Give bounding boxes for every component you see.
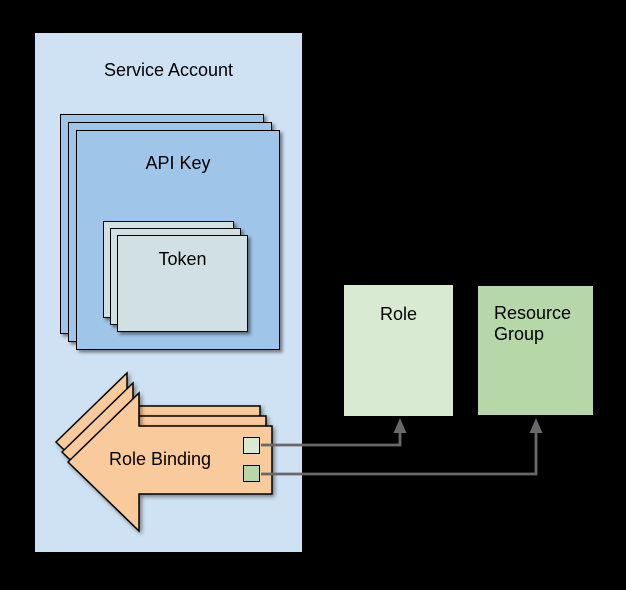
resource-group-ref-square bbox=[243, 465, 260, 482]
connector-resource-group-arrowhead-icon bbox=[529, 418, 543, 433]
role-binding-label: Role Binding bbox=[108, 449, 212, 469]
resource-group-label: Resource Group bbox=[494, 303, 572, 344]
connector-resource-group bbox=[261, 432, 538, 476]
service-account-label: Service Account bbox=[103, 60, 234, 80]
role-label: Role bbox=[379, 304, 418, 324]
connector-role-arrowhead-icon bbox=[393, 418, 407, 433]
role-ref-square bbox=[243, 437, 260, 454]
resource-group-box: Resource Group bbox=[478, 286, 593, 415]
token-card: Token bbox=[117, 235, 248, 332]
api-key-label: API Key bbox=[145, 153, 211, 173]
role-box: Role bbox=[344, 285, 453, 416]
token-label: Token bbox=[158, 249, 207, 269]
